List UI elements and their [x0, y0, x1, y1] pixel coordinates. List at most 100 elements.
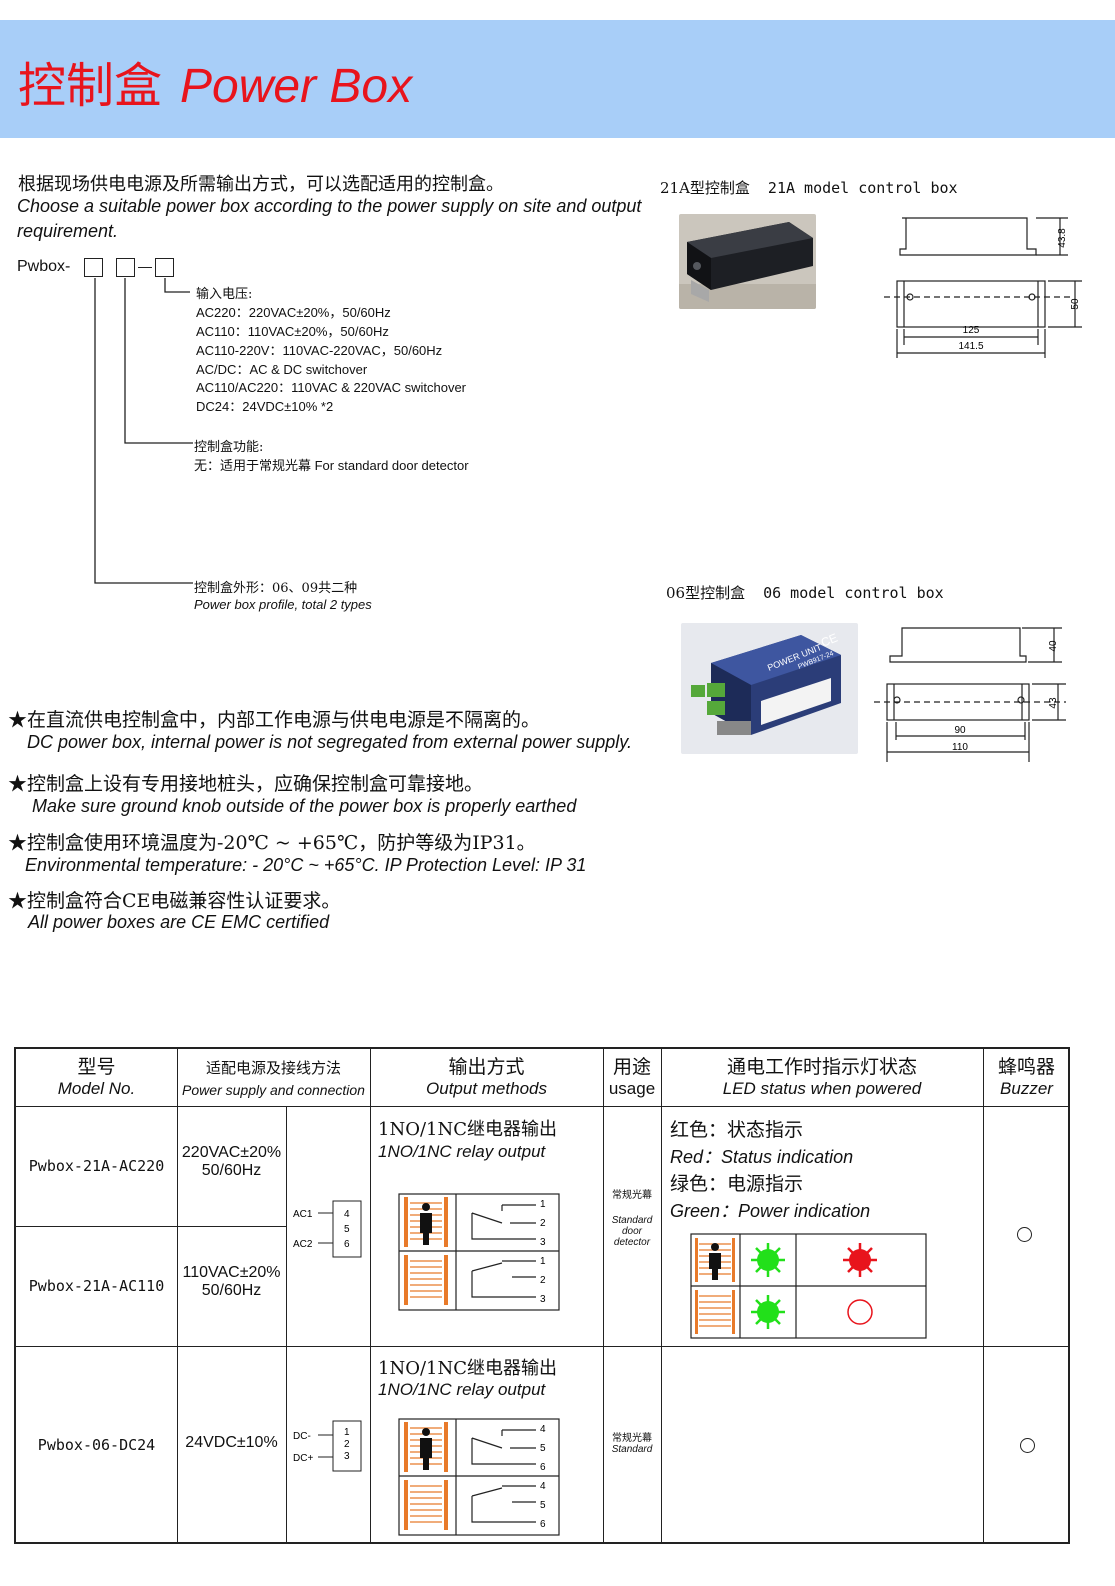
curtain-icon [695, 1290, 735, 1334]
led-status-diagram [690, 1233, 927, 1339]
wiring-dc-t1: DC- [293, 1431, 311, 1442]
wiring-dc-n3: 3 [344, 1451, 350, 1462]
relay-pin: 1 [540, 1256, 546, 1267]
profile-zh: 控制盒外形：06、09共二种 [194, 581, 358, 596]
page-title-en: Power Box [180, 60, 413, 113]
wiring-dc-t2: DC+ [293, 1453, 313, 1464]
model-06-drawing: 40 43 90 110 [874, 627, 1066, 762]
code-leader-lines [94, 278, 193, 584]
intro-zh: 根据现场供电电源及所需输出方式，可以选配适用的控制盒。 [18, 174, 504, 195]
dim-06-outer: 110 [952, 742, 968, 753]
note-zh: ★控制盒使用环境温度为-20℃ ~ +65℃，防护等级为IP31。 [8, 832, 536, 854]
code-slot-profile [84, 258, 103, 277]
led-green-en: Green：Power indication [670, 1201, 871, 1221]
model-06-title: 06型控制盒 06 model control box [666, 582, 944, 603]
curtain-icon [404, 1422, 448, 1472]
note-en: All power boxes are CE EMC certified [28, 912, 330, 932]
output-en: 1NO/1NC relay output [378, 1380, 546, 1399]
led-red-en: Red：Status indication [670, 1147, 854, 1167]
relay-pin: 4 [540, 1481, 546, 1492]
relay-pin: 4 [540, 1424, 546, 1435]
code-dash [138, 267, 152, 268]
intro-en-line1: Choose a suitable power box according to… [17, 196, 642, 216]
voltage-option: AC110/AC220：110VAC & 220VAC switchover [196, 380, 467, 395]
model-21a-title-en: 21A model control box [767, 179, 958, 197]
code-slot-function [116, 258, 135, 277]
usage-21a: 常规光幕 Standard door detector [611, 1190, 653, 1248]
buzzer-icon [1017, 1227, 1032, 1242]
header-output: 输出方式 Output methods [426, 1056, 547, 1098]
wiring-ac-n3: 6 [344, 1239, 350, 1250]
relay-pin: 3 [540, 1237, 546, 1248]
function-desc: 无：适用于常规光幕 For standard door detector [194, 458, 469, 473]
dim-21a-height: 43.8 [1057, 228, 1068, 248]
wiring-dc-n2: 2 [344, 1439, 350, 1450]
relay-pin: 2 [540, 1275, 546, 1286]
green-led-on-icon [751, 1295, 785, 1329]
model-06-photo: POWER UNIT PWB917-24 CE [681, 623, 858, 754]
voltage-option: AC/DC：AC & DC switchover [196, 362, 368, 377]
output-zh: 1NO/1NC继电器输出 [378, 1358, 557, 1379]
dim-21a-depth: 50 [1070, 298, 1081, 310]
model-06-title-zh: 06型控制盒 [666, 584, 746, 602]
row-supply: 24VDC±10% [185, 1434, 278, 1451]
model-21a-title-zh: 21A型控制盒 [660, 179, 750, 197]
intro-en-line2: requirement. [17, 221, 119, 241]
table-col-line [983, 1049, 984, 1542]
wiring-ac-t1: AC1 [293, 1209, 313, 1220]
table-row-line [16, 1346, 1068, 1347]
voltage-title: 输入电压: [196, 287, 253, 302]
voltage-option: AC220：220VAC±20%，50/60Hz [196, 305, 391, 320]
voltage-option: AC110-220V：110VAC-220VAC，50/60Hz [196, 343, 443, 358]
voltage-option: AC110：110VAC±20%，50/60Hz [196, 324, 389, 339]
red-led-off-icon [847, 1299, 873, 1325]
page-title-zh: 控制盒 [18, 58, 163, 114]
note-en: DC power box, internal power is not segr… [27, 732, 632, 752]
table-row-line [16, 1106, 1068, 1107]
wiring-ac-t2: AC2 [293, 1239, 313, 1250]
curtain-icon [695, 1238, 735, 1282]
dim-06-inner: 90 [954, 725, 966, 736]
header-usage: 用途 usage [608, 1056, 656, 1098]
row-model: Pwbox-21A-AC110 [28, 1277, 165, 1295]
output-zh: 1NO/1NC继电器输出 [378, 1119, 557, 1140]
red-led-on-icon [843, 1243, 877, 1277]
header-model: 型号 Model No. [57, 1056, 136, 1098]
output-en: 1NO/1NC relay output [378, 1142, 546, 1161]
relay-pin: 3 [540, 1294, 546, 1305]
note-en: Environmental temperature: - 20°C ~ +65°… [25, 855, 587, 875]
row-model: Pwbox-06-DC24 [37, 1436, 156, 1454]
note-zh: ★在直流供电控制盒中，内部工作电源与供电电源是不隔离的。 [8, 709, 541, 731]
model-table: 型号 Model No. 适配电源及接线方法 Power supply and … [14, 1047, 1070, 1544]
wiring-ac-diagram: AC1 AC2 4 5 6 [293, 1200, 362, 1258]
relay-pin: 5 [540, 1443, 546, 1454]
note-zh: ★控制盒符合CE电磁兼容性认证要求。 [8, 890, 341, 912]
model-21a-title: 21A型控制盒 21A model control box [660, 177, 958, 198]
ce-mark-icon: CE [819, 631, 840, 650]
header-led: 通电工作时指示灯状态 LED status when powered [722, 1056, 922, 1098]
led-red-zh: 红色：状态指示 [670, 1119, 804, 1141]
green-led-on-icon [751, 1243, 785, 1277]
page-title: 控制盒 Power Box [18, 46, 412, 116]
relay-pin: 1 [540, 1199, 546, 1210]
model-21a-drawing: 43.8 50 125 141.5 [884, 217, 1082, 358]
wiring-dc-diagram: DC- DC+ 1 2 3 [293, 1420, 362, 1472]
header-supply: 适配电源及接线方法 Power supply and connection [182, 1059, 365, 1098]
table-col-line [286, 1107, 287, 1542]
table-col-line [661, 1049, 662, 1542]
dim-06-depth: 43 [1048, 697, 1059, 709]
relay-diagram-21a: 1 2 3 1 2 3 [398, 1193, 560, 1311]
table-row-line [16, 1226, 286, 1227]
usage-06: 常规光幕 Standard [611, 1433, 653, 1455]
row-model: Pwbox-21A-AC220 [28, 1157, 165, 1175]
wiring-ac-n1: 4 [344, 1209, 350, 1220]
function-title: 控制盒功能: [194, 440, 264, 455]
table-col-line [177, 1049, 178, 1542]
row-supply: 110VAC±20% 50/60Hz [182, 1264, 281, 1299]
dim-21a-inner: 125 [963, 325, 980, 336]
relay-pin: 6 [540, 1519, 546, 1530]
model-06-title-en: 06 model control box [763, 584, 944, 602]
dim-21a-outer: 141.5 [958, 341, 983, 352]
model-21a-photo [679, 214, 816, 309]
table-col-line [370, 1049, 371, 1542]
